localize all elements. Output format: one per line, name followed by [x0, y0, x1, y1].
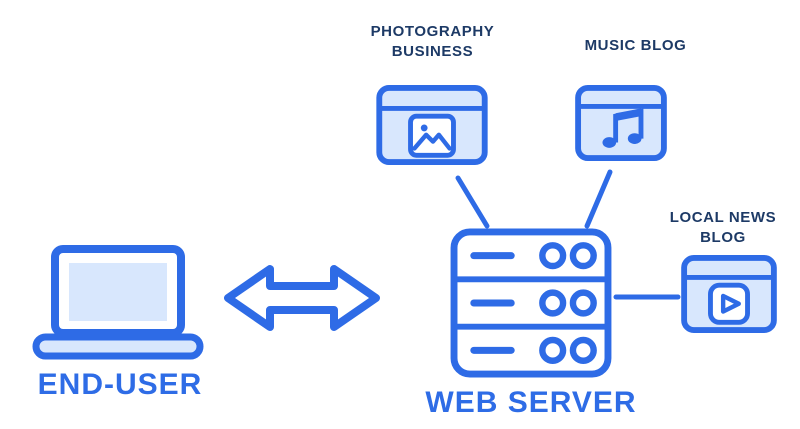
- photography-label: PHOTOGRAPHY BUSINESS: [370, 23, 495, 61]
- laptop-icon: [32, 245, 204, 360]
- photography-node: [375, 84, 489, 166]
- edge-server-photography: [455, 175, 490, 229]
- end-user-node: [28, 244, 208, 364]
- browser-video-play-icon: [681, 254, 777, 334]
- double-arrow-node: [222, 258, 382, 338]
- local-news-node: [680, 254, 778, 334]
- music-label: MUSIC BLOG: [584, 37, 687, 54]
- local-news-label: LOCAL NEWS BLOG: [669, 209, 777, 247]
- double-arrow-icon: [224, 265, 380, 331]
- web-server-node: [450, 228, 612, 378]
- browser-music-note-icon: [575, 84, 667, 162]
- edge-server-music: [584, 169, 613, 229]
- music-node: [574, 84, 668, 162]
- server-rack-icon: [450, 228, 612, 378]
- web-server-label: WEB SERVER: [425, 386, 637, 419]
- browser-image-icon: [376, 84, 488, 166]
- end-user-label: END-USER: [37, 368, 203, 401]
